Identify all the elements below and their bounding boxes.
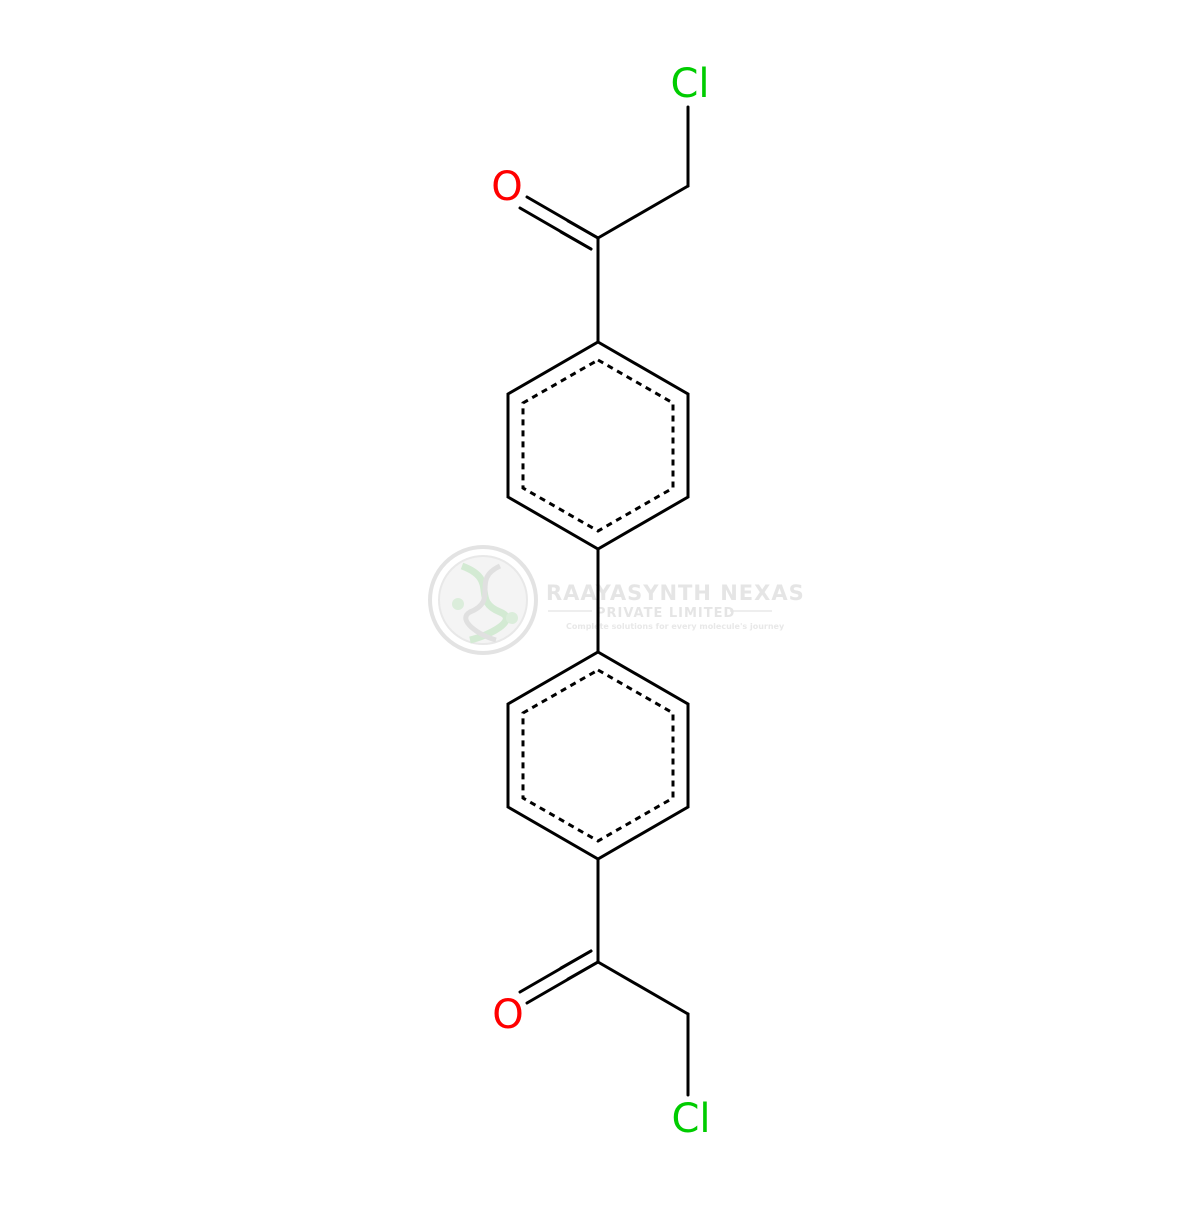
watermark-helix-icon — [460, 562, 510, 644]
watermark-tagline: Complete solutions for every molecule's … — [566, 622, 785, 631]
ring-bottom-aromatic — [521, 668, 675, 843]
bond-co-double-a-bottom-black — [566, 960, 600, 981]
bond-co-double-a-top-black — [566, 219, 600, 240]
bond-co-double-b-top-black — [559, 230, 593, 251]
atom-cl-bottom: Cl — [671, 1096, 710, 1142]
ring-bottom — [506, 650, 690, 861]
bond-co-double-b-bottom-black — [559, 949, 593, 970]
watermark-hex-node-icon-2 — [506, 612, 518, 624]
atom-o-top: O — [491, 164, 522, 210]
watermark-hex-node-icon — [452, 598, 464, 610]
atom-o-bottom: O — [492, 992, 523, 1038]
watermark-subtitle: PRIVATE LIMITED — [596, 606, 735, 621]
watermark-company: RAAYASYNTH NEXAS — [546, 581, 805, 605]
atom-cl-top: Cl — [670, 61, 709, 107]
watermark: RAAYASYNTH NEXAS PRIVATE LIMITED Complet… — [428, 545, 805, 655]
ring-top — [506, 340, 690, 551]
bond-co-ch2-bottom — [596, 960, 690, 1016]
watermark-logo-ring — [428, 545, 538, 655]
bond-ch2-co-top — [596, 184, 690, 240]
watermark-helix-icon-2 — [463, 563, 502, 643]
ring-top-aromatic — [521, 358, 675, 533]
